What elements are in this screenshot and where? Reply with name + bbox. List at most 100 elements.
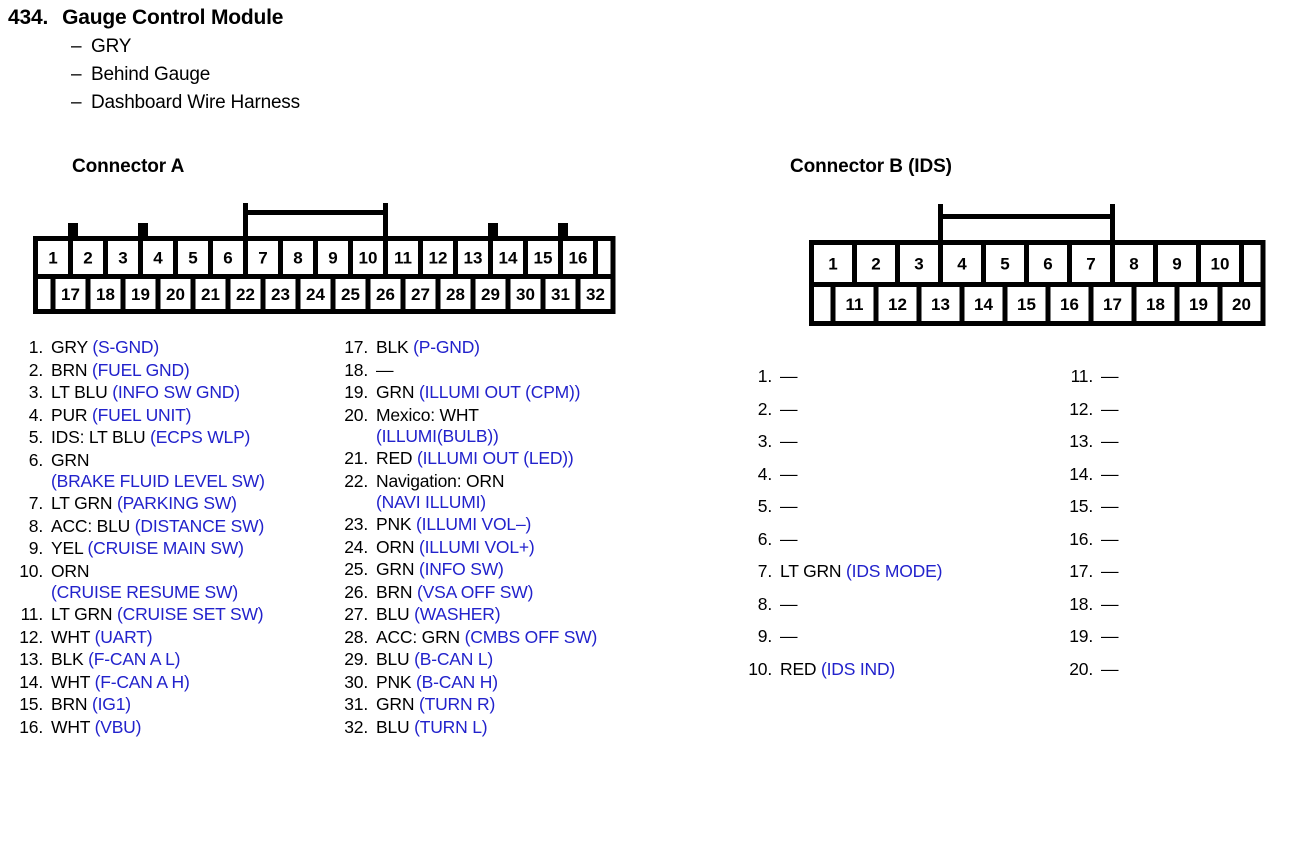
connector-b-pin-list-left: 1.—2.—3.—4.—5.—6.—7.LT GRN (IDS MODE)8.—…	[726, 366, 942, 691]
pin-number-label: 18	[1146, 295, 1165, 314]
pin-row: 19. —	[1063, 626, 1118, 647]
pin-number-label: 9	[1172, 255, 1181, 274]
pin-number-label: 19	[1189, 295, 1208, 314]
pin-wire-color: ACC: BLU	[51, 515, 135, 536]
pin-number: 5.	[28, 427, 43, 447]
pin-row: 11.—	[1063, 366, 1119, 387]
pin-row: 14.WHT (F-CAN A H)	[16, 672, 265, 693]
pin-number: 27.	[344, 604, 368, 624]
pin-cell	[943, 245, 981, 282]
pin-cell	[857, 245, 895, 282]
pin-wire-color: LT GRN	[780, 561, 847, 581]
pin-signal-name: (F-CAN A L)	[88, 649, 181, 669]
pin-row: 10.RED (IDS IND)	[726, 659, 942, 680]
pin-number-label: 19	[131, 285, 150, 304]
pin-wire-color: IDS: LT BLU	[51, 427, 151, 447]
pin-number: 6.	[757, 528, 772, 549]
pin-signal-name: (P-GND)	[413, 337, 480, 357]
pin-empty-dash: —	[1101, 626, 1119, 646]
pin-signal-name: (INFO SW GND)	[112, 382, 240, 402]
pin-row: 16.WHT (VBU)	[16, 717, 265, 738]
pin-row: 11.LT GRN (CRUISE SET SW)	[16, 604, 265, 625]
pin-row: 1.—	[726, 366, 942, 387]
pin-wire-color: WHT	[51, 671, 95, 692]
spec-text-location: Behind Gauge	[91, 64, 211, 85]
pin-wire-color: BLU	[376, 716, 415, 737]
pin-description: Navigation: ORN(NAVI ILLUMI)	[376, 471, 505, 513]
pin-number: 11.	[20, 604, 44, 624]
pin-row: 6.GRN(BRAKE FLUID LEVEL SW)	[16, 450, 265, 492]
pin-signal-name: (IDS IND)	[821, 658, 896, 679]
pin-cell	[283, 241, 313, 274]
pin-description: GRN (TURN R)	[376, 694, 495, 715]
pin-row: 5.—	[726, 496, 942, 517]
pin-number: 31.	[344, 694, 368, 714]
pin-row: 15.—	[1063, 496, 1118, 517]
pin-cell	[1050, 287, 1089, 321]
pin-number-label: 3	[118, 249, 127, 268]
pin-signal-name: (F-CAN A H)	[94, 671, 190, 692]
pin-empty-dash: —	[1101, 496, 1119, 516]
corner-notch-left-edge	[38, 236, 51, 241]
spec-line-location: –Behind Gauge	[71, 64, 300, 86]
pin-wire-color: GRY	[51, 337, 93, 357]
pin-number: 8.	[28, 515, 43, 536]
connector-b-heading: Connector B (IDS)	[790, 156, 952, 177]
pin-cell	[405, 279, 436, 309]
pin-description: —	[1101, 399, 1119, 420]
pin-signal-name: (VBU)	[94, 716, 142, 737]
pin-number-label: 20	[166, 285, 185, 304]
pin-cell-blank	[1244, 245, 1261, 282]
corner-notch-left	[38, 223, 51, 236]
pin-number-label: 1	[48, 249, 57, 268]
pin-cell	[835, 287, 874, 321]
pin-number-label: 15	[534, 249, 553, 268]
spec-dash-icon: –	[71, 92, 82, 113]
pin-row: 9.YEL (CRUISE MAIN SW)	[16, 538, 265, 559]
pin-number-label: 29	[481, 285, 500, 304]
latch-post-left	[938, 204, 943, 240]
pin-cell	[318, 241, 348, 274]
connector-a-pin-list-left: 1.GRY (S-GND)2.BRN (FUEL GND)3.LT BLU (I…	[16, 337, 265, 739]
pin-number: 15.	[19, 694, 43, 714]
pin-number-label: 1	[828, 255, 837, 274]
pin-number-label: 2	[871, 255, 880, 274]
pin-cell	[878, 287, 917, 321]
pin-row: 29.BLU (B-CAN L)	[341, 649, 597, 670]
pin-number-label: 31	[551, 285, 570, 304]
pin-signal-name: (IG1)	[92, 694, 131, 714]
pin-description: LT BLU (INFO SW GND)	[51, 382, 240, 403]
pin-cell	[580, 279, 611, 309]
pin-wire-color: YEL	[51, 538, 88, 558]
pin-empty-dash: —	[780, 463, 798, 484]
pin-signal-name: (PARKING SW)	[117, 493, 237, 513]
pin-signal-name: (CMBS OFF SW)	[464, 626, 598, 647]
pin-number: 12.	[1069, 398, 1093, 419]
pin-number: 4.	[28, 404, 43, 425]
pin-number: 2.	[757, 398, 772, 419]
pin-cell	[1007, 287, 1046, 321]
pin-number: 2.	[28, 359, 43, 380]
pin-empty-dash: —	[1101, 366, 1119, 386]
pin-wire-color: GRN	[376, 382, 419, 402]
pin-number: 19.	[1069, 626, 1093, 646]
pin-wire-color: GRN	[376, 694, 419, 714]
pin-cell	[90, 279, 121, 309]
pin-description: GRN (INFO SW)	[376, 559, 504, 580]
pin-description: BLK (F-CAN A L)	[51, 649, 180, 670]
pin-cell-blank	[38, 279, 51, 309]
pin-cell	[1136, 287, 1175, 321]
pin-number-label: 16	[1060, 295, 1079, 314]
pin-wire-color: GRN	[51, 449, 90, 470]
pin-cell	[160, 279, 191, 309]
pin-cell	[125, 279, 156, 309]
pin-description: WHT (VBU)	[51, 717, 141, 738]
pin-number: 3.	[28, 382, 43, 402]
pin-row: 2.—	[726, 399, 942, 420]
pin-description: LT GRN (PARKING SW)	[51, 493, 237, 514]
pin-number: 13.	[19, 649, 43, 669]
pin-number: 18.	[344, 359, 368, 380]
pin-number: 28.	[344, 626, 368, 647]
pin-cell	[108, 241, 138, 274]
pin-description: WHT (F-CAN A H)	[51, 672, 190, 693]
